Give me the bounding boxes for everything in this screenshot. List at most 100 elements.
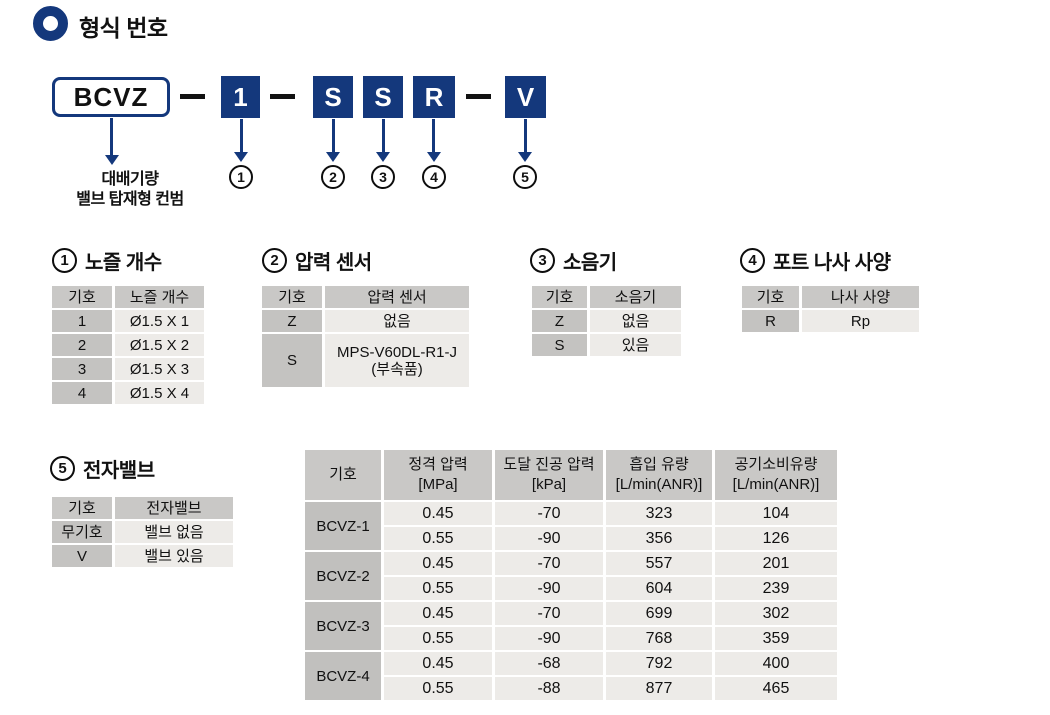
spec-model-cell: BCVZ-4 [305,652,381,700]
spec-model-cell: BCVZ-2 [305,552,381,600]
spec-value-cell: 302 [715,602,837,625]
symbol-cell: V [52,545,112,567]
spec-value-cell: 356 [606,527,712,550]
spec-value-cell: 699 [606,602,712,625]
solenoid-valve-table: 기호 전자밸브 무기호 밸브 없음 V 밸브 있음 [52,497,233,567]
spec-value-cell: -90 [495,577,603,600]
spec-value-cell: 400 [715,652,837,675]
down-arrow-line [332,119,335,152]
down-arrow-line [524,119,527,152]
section-heading: 4 포트 나사 사양 [740,247,919,274]
spec-value-cell: -88 [495,677,603,700]
table-header-cell: 노즐 개수 [115,286,204,308]
value-cell: 없음 [325,310,469,332]
model-base-description: 대배기량 밸브 탑재형 컨범 [76,171,184,208]
dash-separator [270,94,295,99]
model-code-box-1: 1 [221,76,260,118]
code-letter: V [516,81,535,112]
callout-badge-4: 4 [422,165,446,189]
model-code-box-2: S [313,76,353,118]
spec-header-cell: 공기소비유량[L/min(ANR)] [715,450,837,500]
down-arrow-line [110,118,113,155]
symbol-cell: S [532,334,587,356]
spec-value-cell: -70 [495,602,603,625]
callout-badge-1: 1 [229,165,253,189]
section-title: 포트 나사 사양 [773,251,891,274]
spec-value-cell: -70 [495,502,603,525]
section-solenoid-valve: 5 전자밸브 기호 전자밸브 무기호 밸브 없음 V 밸브 있음 [50,455,233,567]
spec-value-cell: -90 [495,627,603,650]
spec-value-cell: 0.55 [384,677,492,700]
spec-header-cell: 도달 진공 압력[kPa] [495,450,603,500]
value-cell: Ø1.5 X 2 [115,334,204,356]
spec-model-cell: BCVZ-1 [305,502,381,550]
value-cell: MPS-V60DL-R1-J (부속품) [325,334,469,387]
table-header-cell: 전자밸브 [115,497,233,519]
down-arrow-line [432,119,435,152]
model-code-box-5: V [505,76,546,118]
down-arrow-head-icon [105,155,119,165]
spec-value-cell: 768 [606,627,712,650]
spec-value-cell: 0.45 [384,652,492,675]
spec-value-cell: 323 [606,502,712,525]
code-letter: 1 [233,81,248,112]
section-heading: 2 압력 센서 [262,247,469,274]
symbol-cell: 3 [52,358,112,380]
spec-value-cell: 239 [715,577,837,600]
table-header-cell: 기호 [262,286,322,308]
symbol-cell: S [262,334,322,387]
spec-header-cell: 흡입 유량[L/min(ANR)] [606,450,712,500]
callout-badge-2: 2 [321,165,345,189]
model-base-box: BCVZ [52,77,170,117]
value-cell: 밸브 있음 [115,545,233,567]
value-cell: Ø1.5 X 4 [115,382,204,404]
symbol-cell: Z [532,310,587,332]
spec-value-cell: -70 [495,552,603,575]
spec-value-cell: 877 [606,677,712,700]
spec-header-cell: 기호 [305,450,381,500]
value-cell: 밸브 없음 [115,521,233,543]
section-number-badge: 3 [530,247,555,273]
value-cell: 있음 [590,334,681,356]
table-header-cell: 나사 사양 [802,286,919,308]
value-cell: Rp [802,310,919,332]
down-arrow-line [382,119,385,152]
pressure-sensor-table: 기호 압력 센서 Z 없음 S MPS-V60DL-R1-J (부속품) [262,286,469,387]
code-letter: S [374,81,392,112]
port-thread-table: 기호 나사 사양 R Rp [742,286,919,332]
model-code-box-3: S [363,76,403,118]
symbol-cell: 2 [52,334,112,356]
section-silencer: 3 소음기 기호 소음기 Z 없음 S 있음 [530,247,681,356]
section-title: 소음기 [563,251,617,274]
spec-value-cell: 126 [715,527,837,550]
spec-value-cell: 557 [606,552,712,575]
section-number-badge: 4 [740,247,765,273]
table-header-cell: 기호 [52,497,112,519]
section-heading: 3 소음기 [530,247,681,274]
table-header-cell: 기호 [52,286,112,308]
code-letter: S [324,81,342,112]
model-base-code: BCVZ [73,81,149,112]
spec-value-cell: 0.55 [384,527,492,550]
spec-value-cell: -68 [495,652,603,675]
section-heading: 1 노즐 개수 [52,247,204,274]
section-heading: 5 전자밸브 [50,455,233,482]
spec-value-cell: 0.45 [384,502,492,525]
nozzle-count-table: 기호 노즐 개수 1 Ø1.5 X 1 2 Ø1.5 X 2 3 Ø1.5 X … [52,286,204,404]
table-header-cell: 소음기 [590,286,681,308]
spec-value-cell: 604 [606,577,712,600]
symbol-cell: R [742,310,799,332]
section-bullet-icon [33,6,68,41]
table-header-cell: 압력 센서 [325,286,469,308]
down-arrow-head-icon [234,152,248,162]
callout-badge-3: 3 [371,165,395,189]
spec-value-cell: 0.55 [384,627,492,650]
symbol-cell: 4 [52,382,112,404]
page-title: 형식 번호 [79,15,168,41]
spec-value-cell: 0.55 [384,577,492,600]
spec-value-cell: 0.45 [384,552,492,575]
section-pressure-sensor: 2 압력 센서 기호 압력 센서 Z 없음 S MPS-V60DL-R1-J (… [262,247,469,387]
spec-value-cell: 792 [606,652,712,675]
dash-separator [180,94,205,99]
